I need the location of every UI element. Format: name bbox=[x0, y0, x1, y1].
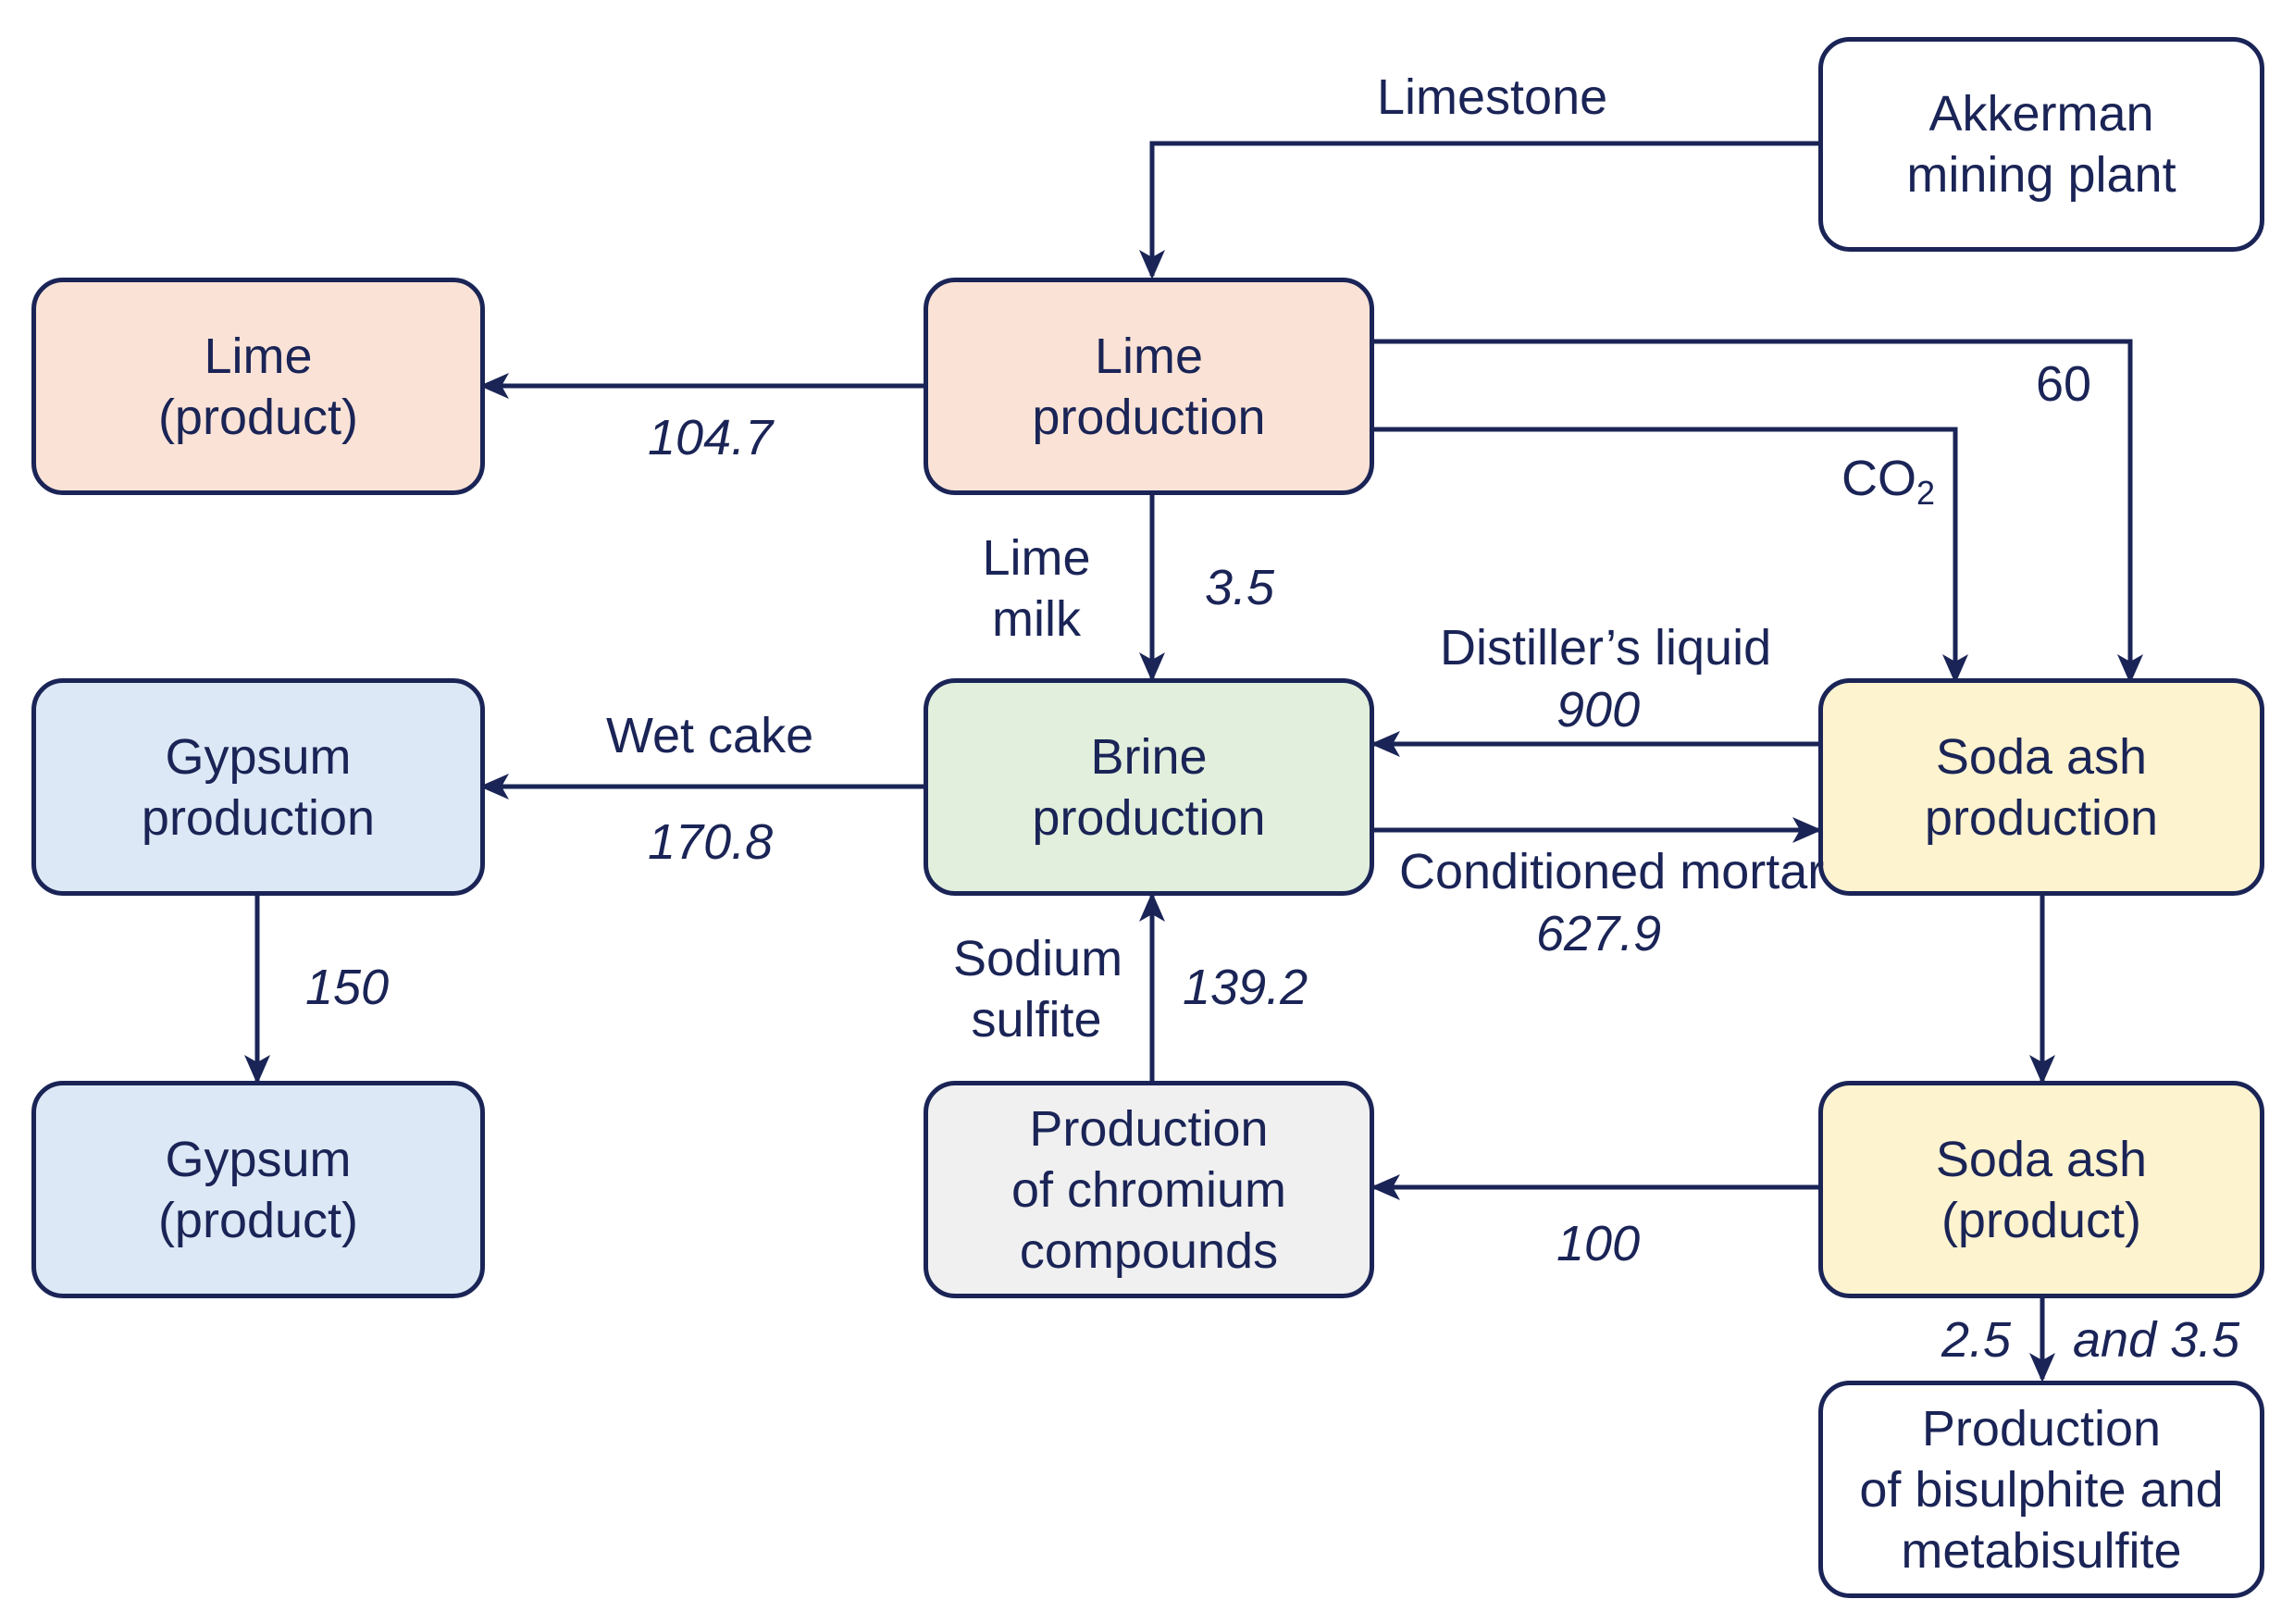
arrowhead-lime-product bbox=[479, 373, 509, 399]
node-soda-ash-production: Soda ash production bbox=[1818, 678, 2264, 896]
label-wet-cake-value: 170.8 bbox=[648, 814, 774, 870]
node-lime-product-line-2: (product) bbox=[157, 389, 359, 445]
node-akkerman-line-2: mining plant bbox=[1906, 147, 2176, 203]
label-wet-cake: Wet cake bbox=[606, 708, 814, 763]
label-co2: CO2 bbox=[1841, 448, 1936, 512]
node-soda-ash-production-line-1: Soda ash bbox=[1935, 728, 2148, 785]
node-gypsum-production-line-2: production bbox=[141, 789, 376, 846]
label-lime-milk: Lime milk bbox=[981, 527, 1092, 650]
node-bisulphite-line-3: metabisulfite bbox=[1901, 1522, 2182, 1579]
label-sixty: 60 bbox=[2036, 356, 2092, 412]
arrowhead-co2 bbox=[1942, 654, 1968, 684]
node-lime-production-line-1: Lime bbox=[1094, 328, 1204, 384]
node-chromium-compounds: Production of chromium compounds bbox=[924, 1081, 1374, 1298]
node-chromium-line-3: compounds bbox=[1019, 1222, 1279, 1279]
node-gypsum-product: Gypsum (product) bbox=[31, 1081, 485, 1298]
label-limestone: Limestone bbox=[1377, 69, 1608, 125]
label-sodium-sulfite-line-1: Sodium bbox=[953, 931, 1123, 986]
label-lime-milk-line-1: Lime bbox=[982, 530, 1091, 586]
node-akkerman-mining-plant: Akkerman mining plant bbox=[1818, 37, 2264, 252]
node-lime-production: Lime production bbox=[924, 278, 1374, 495]
node-soda-ash-production-line-2: production bbox=[1924, 789, 2159, 846]
label-gypsum-value: 150 bbox=[305, 960, 390, 1015]
node-brine-production-line-2: production bbox=[1032, 789, 1266, 846]
label-conditioned-mortar: Conditioned mortar bbox=[1399, 844, 1825, 899]
arrowhead-sodium-sulfite bbox=[1139, 892, 1165, 922]
node-chromium-line-2: of chromium bbox=[1011, 1161, 1287, 1218]
label-distillers-liquid: Distiller’s liquid bbox=[1440, 620, 1772, 676]
node-brine-production: Brine production bbox=[924, 678, 1374, 896]
node-soda-ash-product-line-2: (product) bbox=[1941, 1192, 2142, 1248]
label-sodium-sulfite: Sodium sulfite bbox=[953, 928, 1123, 1050]
node-soda-ash-product: Soda ash (product) bbox=[1818, 1081, 2264, 1298]
label-bisulphite-value-a: 2.5 bbox=[1941, 1312, 2012, 1368]
arrow-sixty bbox=[1372, 339, 2133, 680]
node-lime-product: Lime (product) bbox=[31, 278, 485, 495]
label-conditioned-mortar-value: 627.9 bbox=[1536, 906, 1662, 961]
node-lime-product-line-1: Lime bbox=[204, 328, 313, 384]
label-lime-milk-line-2: milk bbox=[992, 591, 1081, 647]
node-gypsum-product-line-2: (product) bbox=[157, 1192, 359, 1248]
arrowhead-sixty bbox=[2117, 654, 2143, 684]
node-soda-ash-product-line-1: Soda ash bbox=[1935, 1131, 2148, 1187]
label-lime-product-value: 104.7 bbox=[648, 410, 774, 465]
node-brine-production-line-1: Brine bbox=[1090, 728, 1208, 785]
label-chromium-value: 100 bbox=[1556, 1216, 1641, 1271]
node-bisulphite-line-1: Production bbox=[1921, 1400, 2162, 1457]
node-bisulphite-line-2: of bisulphite and bbox=[1859, 1461, 2224, 1518]
node-bisulphite-production: Production of bisulphite and metabisulfi… bbox=[1818, 1381, 2264, 1598]
label-lime-milk-value: 3.5 bbox=[1205, 560, 1275, 615]
label-co2-subscript: 2 bbox=[1916, 474, 1936, 512]
arrowhead-wet-cake bbox=[479, 774, 509, 800]
arrowhead-conditioned-mortar bbox=[1792, 817, 1822, 843]
arrowhead-distillers-liquid bbox=[1370, 731, 1400, 757]
arrowhead-gypsum bbox=[244, 1055, 270, 1085]
node-gypsum-production-line-1: Gypsum bbox=[165, 728, 352, 785]
arrowhead-chromium bbox=[1370, 1174, 1400, 1200]
node-gypsum-production: Gypsum production bbox=[31, 678, 485, 896]
label-co2-main: CO bbox=[1841, 451, 1916, 506]
arrow-limestone bbox=[1149, 141, 1820, 276]
label-bisulphite-value-b: and 3.5 bbox=[2073, 1312, 2240, 1368]
node-chromium-line-1: Production bbox=[1029, 1100, 1269, 1157]
arrowhead-bisulphite bbox=[2029, 1353, 2055, 1382]
node-akkerman-line-1: Akkerman bbox=[1928, 86, 2154, 142]
node-lime-production-line-2: production bbox=[1032, 389, 1266, 445]
label-sodium-sulfite-line-2: sulfite bbox=[971, 992, 1102, 1048]
arrowhead-limestone bbox=[1139, 250, 1165, 279]
arrow-co2 bbox=[1372, 427, 1958, 680]
label-sodium-sulfite-value: 139.2 bbox=[1183, 960, 1308, 1015]
arrowhead-lime-milk bbox=[1139, 652, 1165, 682]
arrowhead-soda-ash bbox=[2029, 1055, 2055, 1085]
node-gypsum-product-line-1: Gypsum bbox=[165, 1131, 352, 1187]
label-distillers-liquid-value: 900 bbox=[1556, 682, 1641, 738]
